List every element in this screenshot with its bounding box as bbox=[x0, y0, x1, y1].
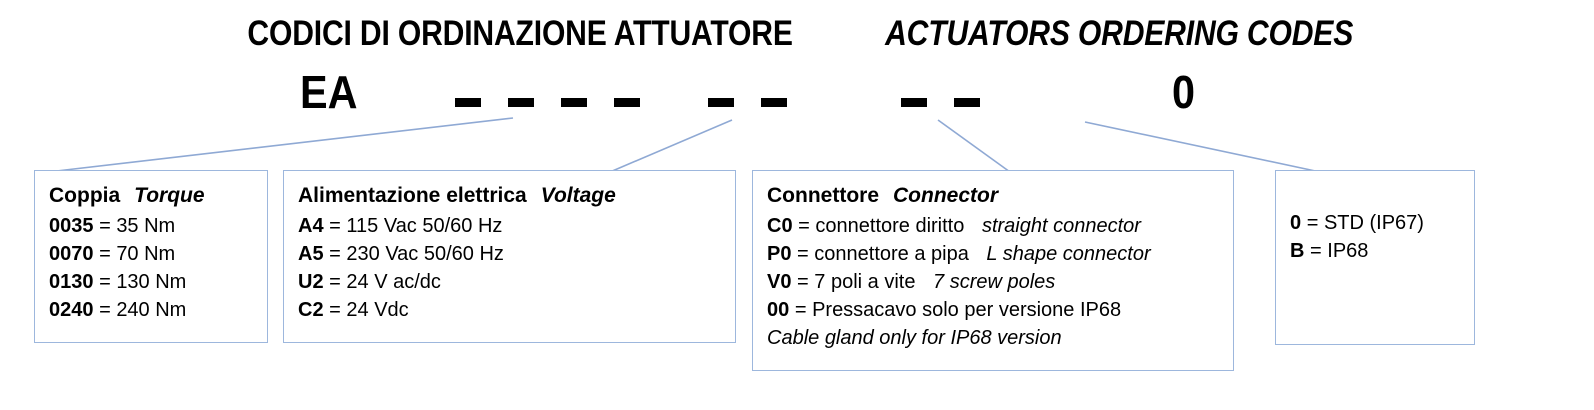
row-value: 70 Nm bbox=[116, 243, 176, 265]
row-equals: = bbox=[99, 215, 117, 237]
code-dash-4 bbox=[614, 98, 640, 107]
code-suffix: 0 bbox=[1172, 66, 1196, 118]
row-code: A5 bbox=[298, 243, 324, 265]
box-protection: 0 = STD (IP67) B = IP68 bbox=[1275, 170, 1475, 345]
table-row: 0035 = 35 Nm bbox=[49, 212, 267, 240]
code-dash-7 bbox=[901, 98, 927, 107]
row-value-en: L shape connector bbox=[986, 243, 1151, 265]
table-row: 00 = Pressacavo solo per versione IP68 bbox=[767, 296, 1233, 324]
box-connector-title: Connettore Connector bbox=[767, 181, 1233, 211]
row-equals: = bbox=[329, 271, 347, 293]
row-code: C0 bbox=[767, 215, 793, 237]
row-equals: = bbox=[1306, 212, 1324, 234]
row-code: 0130 bbox=[49, 271, 94, 293]
table-row: 0240 = 240 Nm bbox=[49, 296, 267, 324]
row-code: P0 bbox=[767, 243, 792, 265]
row-value: 115 Vac 50/60 Hz bbox=[346, 215, 503, 237]
table-row: P0 = connettore a pipa L shape connector bbox=[767, 240, 1233, 268]
row-equals: = bbox=[99, 271, 117, 293]
table-row: C0 = connettore diritto straight connect… bbox=[767, 212, 1233, 240]
row-value: 240 Nm bbox=[116, 299, 187, 321]
row-code: 0035 bbox=[49, 215, 94, 237]
row-code: C2 bbox=[298, 299, 324, 321]
box-connector-title-it: Connettore bbox=[767, 184, 879, 207]
box-torque-title-en: Torque bbox=[134, 184, 205, 207]
row-value: STD (IP67) bbox=[1323, 212, 1424, 234]
row-equals: = bbox=[794, 299, 813, 321]
connector-footnote: Cable gland only for IP68 version bbox=[767, 327, 1062, 349]
row-equals: = bbox=[99, 299, 117, 321]
code-dash-5 bbox=[708, 98, 734, 107]
box-voltage-title: Alimentazione elettrica Voltage bbox=[298, 181, 735, 211]
row-code: V0 bbox=[767, 271, 792, 293]
row-equals: = bbox=[797, 271, 815, 293]
table-row: C2 = 24 Vdc bbox=[298, 296, 735, 324]
row-value-en: straight connector bbox=[981, 215, 1141, 237]
row-equals: = bbox=[797, 243, 815, 265]
box-voltage-title-en: Voltage bbox=[540, 184, 616, 207]
leader-line-protection bbox=[1084, 121, 1321, 173]
table-row: U2 = 24 V ac/dc bbox=[298, 268, 735, 296]
row-value: connettore diritto bbox=[815, 215, 965, 237]
row-equals: = bbox=[99, 243, 117, 265]
code-template-line: EA 0 bbox=[0, 66, 1594, 118]
box-torque-title: Coppia Torque bbox=[49, 181, 267, 211]
leader-line-voltage bbox=[609, 119, 733, 173]
table-row: 0130 = 130 Nm bbox=[49, 268, 267, 296]
row-value: 130 Nm bbox=[116, 271, 187, 293]
page-title: CODICI DI ORDINAZIONE ATTUATORE ACTUATORS… bbox=[0, 14, 1594, 54]
box-connector: Connettore Connector C0 = connettore diri… bbox=[752, 170, 1234, 371]
row-value: 230 Vac 50/60 Hz bbox=[346, 243, 504, 265]
row-code: B bbox=[1290, 240, 1305, 262]
leader-line-connector bbox=[937, 119, 1011, 173]
leader-line-torque bbox=[47, 117, 514, 173]
row-equals: = bbox=[329, 299, 347, 321]
row-value-en: 7 screw poles bbox=[933, 271, 1056, 293]
table-row: 0 = STD (IP67) bbox=[1290, 209, 1474, 237]
row-code: A4 bbox=[298, 215, 324, 237]
row-value: 35 Nm bbox=[116, 215, 176, 237]
table-row: 0070 = 70 Nm bbox=[49, 240, 267, 268]
row-code: 0 bbox=[1290, 212, 1302, 234]
table-row: A4 = 115 Vac 50/60 Hz bbox=[298, 212, 735, 240]
box-voltage: Alimentazione elettrica Voltage A4 = 115 … bbox=[283, 170, 736, 343]
row-value: 24 Vdc bbox=[346, 299, 409, 321]
row-code: 00 bbox=[767, 299, 790, 321]
code-prefix: EA bbox=[300, 66, 358, 118]
row-equals: = bbox=[798, 215, 816, 237]
title-italian: CODICI DI ORDINAZIONE ATTUATORE bbox=[247, 14, 793, 53]
row-value: IP68 bbox=[1327, 240, 1369, 262]
row-equals: = bbox=[1310, 240, 1328, 262]
code-dash-2 bbox=[508, 98, 534, 107]
table-row: A5 = 230 Vac 50/60 Hz bbox=[298, 240, 735, 268]
row-value: Pressacavo solo per versione IP68 bbox=[812, 299, 1122, 321]
row-code: 0070 bbox=[49, 243, 94, 265]
row-code: 0240 bbox=[49, 299, 94, 321]
row-value: connettore a pipa bbox=[814, 243, 969, 265]
box-torque-title-it: Coppia bbox=[49, 184, 121, 207]
box-torque: Coppia Torque 0035 = 35 Nm 0070 = 70 Nm 0… bbox=[34, 170, 268, 343]
row-equals: = bbox=[329, 243, 347, 265]
table-row: V0 = 7 poli a vite 7 screw poles bbox=[767, 268, 1233, 296]
code-dash-6 bbox=[761, 98, 787, 107]
code-dash-3 bbox=[561, 98, 587, 107]
title-english: ACTUATORS ORDERING CODES bbox=[885, 14, 1354, 53]
row-value: 24 V ac/dc bbox=[346, 271, 441, 293]
row-code: U2 bbox=[298, 271, 324, 293]
code-dash-8 bbox=[954, 98, 980, 107]
row-equals: = bbox=[329, 215, 347, 237]
table-row: B = IP68 bbox=[1290, 237, 1474, 265]
row-value: 7 poli a vite bbox=[814, 271, 916, 293]
box-voltage-title-it: Alimentazione elettrica bbox=[298, 184, 527, 207]
box-connector-title-en: Connector bbox=[893, 184, 998, 207]
code-dash-1 bbox=[455, 98, 481, 107]
